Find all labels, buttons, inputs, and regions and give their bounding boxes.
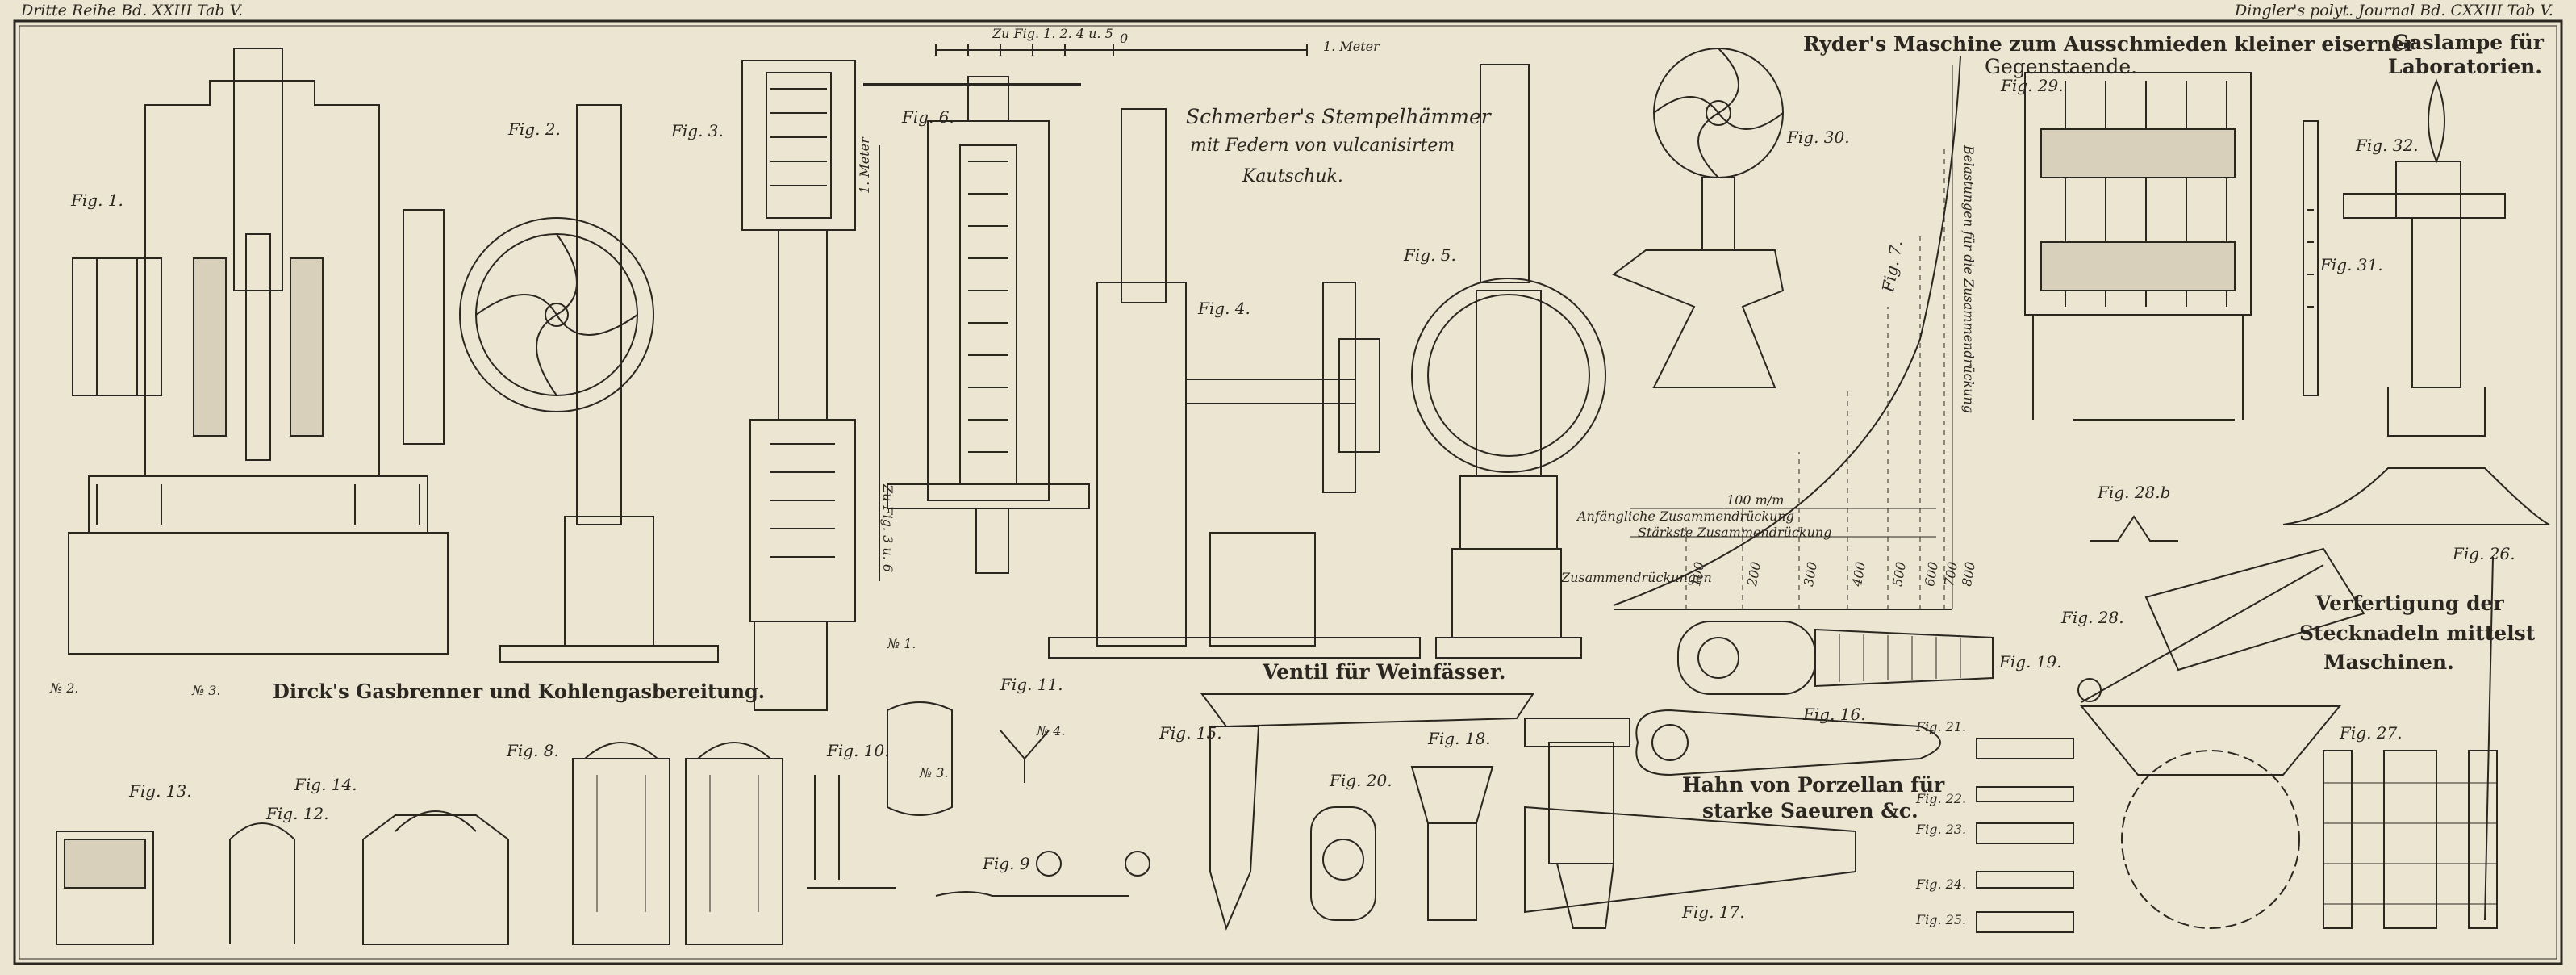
schmerber-title-1: Schmerber's Stempelhämmer bbox=[1186, 105, 1491, 128]
fig32-label: Fig. 32. bbox=[2356, 136, 2419, 155]
fig13-label: Fig. 13. bbox=[129, 781, 192, 801]
stecknadeln-title-2: Stecknadeln mittelst bbox=[2299, 621, 2536, 645]
fig7-note-1: Anfängliche Zusammendrückung bbox=[1577, 508, 1794, 524]
fig7-curve-diagram bbox=[1613, 56, 1961, 610]
fig22-label: Fig. 22. bbox=[1916, 791, 1967, 806]
fig19-label: Fig. 19. bbox=[1999, 652, 2062, 672]
fig26-label: Fig. 26. bbox=[2453, 544, 2515, 563]
fig28b-zigzag-drawing bbox=[2090, 515, 2178, 542]
no3b-label: № 3. bbox=[920, 765, 949, 780]
fig28-label: Fig. 28. bbox=[2061, 608, 2124, 627]
scale-label: Zu Fig. 1. 2. 4 u. 5 bbox=[992, 26, 1113, 41]
fig28b-label: Fig. 28.b bbox=[2098, 483, 2171, 502]
fig16-label: Fig. 16. bbox=[1803, 705, 1866, 724]
fig7-span-label: 100 m/m bbox=[1726, 492, 1785, 508]
gaslampe-title-1: Gaslampe für bbox=[2392, 31, 2544, 54]
dirck-gasburner-drawing bbox=[56, 742, 783, 945]
scale-meter: 1. Meter bbox=[1323, 39, 1380, 54]
stecknadeln-title-3: Maschinen. bbox=[2323, 651, 2454, 674]
fig1-label: Fig. 1. bbox=[71, 190, 123, 210]
scale-zero: 0 bbox=[1120, 31, 1129, 46]
fig7-y-axis: Belastungen für die Zusammendrückung bbox=[1961, 145, 1977, 414]
fig6-hammer-column-drawing bbox=[863, 76, 1090, 581]
fig5-hammer-front-drawing bbox=[1411, 64, 1606, 659]
no2-label: № 2. bbox=[50, 680, 79, 696]
fig2-flywheel-drawing bbox=[459, 104, 719, 663]
hahn-title-2: starke Saeuren &c. bbox=[1702, 799, 1918, 822]
ryder-title-2: Gegenstaende. bbox=[1985, 55, 2138, 78]
plate-border-inner bbox=[19, 25, 2557, 960]
gaslampe-title-2: Laboratorien. bbox=[2388, 55, 2542, 78]
fig30-ryder-side-drawing bbox=[1611, 48, 1785, 388]
no4-label: № 4. bbox=[1037, 723, 1066, 739]
ryder-title-1: Ryder's Maschine zum Ausschmieden kleine… bbox=[1803, 32, 2415, 56]
fig11-label: Fig. 11. bbox=[1000, 675, 1063, 694]
fig31-rod-drawing bbox=[2303, 120, 2319, 396]
fig6-label: Fig. 6. bbox=[902, 107, 954, 127]
fig15-label: Fig. 15. bbox=[1159, 723, 1222, 743]
fig14-label: Fig. 14. bbox=[294, 775, 357, 794]
plate-border bbox=[13, 19, 2563, 965]
vertical-scale-label: Zu Fig. 3 u. 6 bbox=[880, 484, 896, 573]
fig8-label: Fig. 8. bbox=[507, 741, 559, 760]
fig2-label: Fig. 2. bbox=[508, 119, 561, 139]
fig21-25-pin-parts-drawing bbox=[1976, 738, 2074, 933]
ventil-title: Ventil für Weinfässer. bbox=[1263, 660, 1506, 684]
fig5-label: Fig. 5. bbox=[1404, 245, 1456, 265]
fig31-label: Fig. 31. bbox=[2320, 255, 2383, 274]
fig23-label: Fig. 23. bbox=[1916, 822, 1967, 837]
fig10-label: Fig. 10. bbox=[827, 741, 890, 760]
fig7-note-2: Stärkste Zusammendrückung bbox=[1638, 525, 1832, 540]
fig27-disk-drawing bbox=[2079, 705, 2498, 929]
fig9-label: Fig. 9 bbox=[983, 854, 1030, 873]
fig24-label: Fig. 24. bbox=[1916, 877, 1967, 892]
fig21-label: Fig. 21. bbox=[1916, 719, 1967, 734]
fig27-label: Fig. 27. bbox=[2340, 723, 2403, 743]
hahn-title-1: Hahn von Porzellan für bbox=[1682, 773, 1945, 797]
fig26-28-pin-machine-drawing bbox=[2077, 547, 2494, 921]
header-right: Dingler's polyt. Journal Bd. CXXIII Tab … bbox=[2235, 2, 2553, 19]
fig16-17-tap-drawing bbox=[1524, 709, 1941, 929]
fig4-hammer-drawing bbox=[1048, 108, 1421, 659]
fig7-note-3: Zusammendrückungen bbox=[1561, 570, 1712, 585]
fig1-hammer-drawing bbox=[68, 48, 449, 655]
fig12-label: Fig. 12. bbox=[266, 804, 329, 823]
schmerber-title-2: mit Federn von vulcanisirtem bbox=[1190, 136, 1455, 156]
ventil-valve-drawing bbox=[1200, 693, 1534, 931]
dirck-title: Dirck's Gasbrenner und Kohlengasbereitun… bbox=[273, 680, 766, 703]
fig4-label: Fig. 4. bbox=[1198, 299, 1250, 318]
fig19-wedge-drawing bbox=[1677, 621, 1994, 695]
fig29-ryder-front-drawing bbox=[2024, 72, 2252, 421]
schmerber-title-3: Kautschuk. bbox=[1242, 166, 1343, 186]
fig18-label: Fig. 18. bbox=[1428, 729, 1491, 748]
no1-label: № 1. bbox=[887, 636, 916, 651]
header-left: Dritte Reihe Bd. XXIII Tab V. bbox=[21, 2, 244, 19]
no3a-label: № 3. bbox=[192, 683, 221, 698]
fig32-gaslamp-drawing bbox=[2282, 78, 2550, 525]
fig9-10-11-parts-drawing bbox=[807, 701, 1150, 897]
fig20-label: Fig. 20. bbox=[1330, 771, 1392, 790]
fig30-label: Fig. 30. bbox=[1787, 128, 1850, 147]
stecknadeln-title-1: Verfertigung der bbox=[2315, 592, 2504, 615]
fig3-label: Fig. 3. bbox=[671, 121, 724, 140]
fig29-label: Fig. 29. bbox=[2001, 76, 2064, 95]
fig25-label: Fig. 25. bbox=[1916, 912, 1967, 927]
vertical-scale-meter: 1. Meter bbox=[857, 137, 872, 194]
fig17-label: Fig. 17. bbox=[1682, 902, 1745, 922]
fig3-spring-section-drawing bbox=[741, 60, 856, 711]
scale-bar-drawing bbox=[935, 44, 1308, 56]
